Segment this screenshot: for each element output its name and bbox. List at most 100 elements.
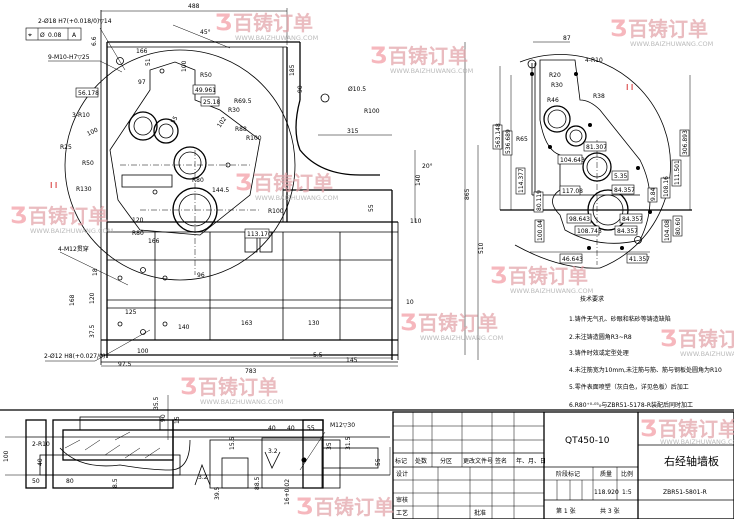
dim: 3.2 <box>268 448 278 455</box>
tech-req-item: 5.零件表面喷塑（灰白色，详见色板）后加工 <box>569 383 689 391</box>
svg-text:百铸订单: 百铸订单 <box>198 375 278 399</box>
svg-text:WWW.BAIZHUWANG.COM: WWW.BAIZHUWANG.COM <box>235 34 318 42</box>
dim: R100 <box>268 208 284 215</box>
dim: 40 <box>268 425 276 432</box>
dim-boxed: 84.357 <box>614 187 635 194</box>
fcf-tolerance: 0.08 <box>48 32 62 39</box>
dim-boxed: 100.04 <box>537 220 544 241</box>
svg-text:百铸订单: 百铸订单 <box>314 495 394 519</box>
svg-text:WWW.BAIZHUWANG.COM: WWW.BAIZHUWANG.COM <box>30 227 113 235</box>
dim: 166 <box>148 238 160 245</box>
dim: 3-R10 <box>72 112 90 119</box>
dim: 145 <box>346 357 358 364</box>
header-date: 年、月、日 <box>516 457 546 465</box>
svg-text:WWW.BAIZHUWANG.COM: WWW.BAIZHUWANG.COM <box>660 438 734 446</box>
dim: 100 <box>86 127 100 138</box>
hole-callout: 2-Ø12 H8(+0.027/0) <box>44 353 105 360</box>
dim-boxed: 49.961 <box>195 87 216 94</box>
header-sign: 签名 <box>495 457 507 465</box>
svg-text:WWW.BAIZHUWANG.COM: WWW.BAIZHUWANG.COM <box>680 350 734 358</box>
front-view <box>25 8 479 367</box>
dim-boxed: 536.689 <box>505 129 512 154</box>
dim: 315 <box>347 128 359 135</box>
dim-boxed: 104.08 <box>664 220 671 241</box>
stage-label: 阶段标记 <box>556 470 580 478</box>
dim-boxed: 84.357 <box>622 216 643 223</box>
dim: R50 <box>82 160 94 167</box>
feature-control-frame <box>25 27 82 41</box>
part-name: 右经轴墙板 <box>664 454 719 468</box>
dim: R50 <box>200 72 212 79</box>
dim: 50 <box>32 478 40 485</box>
dim: 100 <box>181 60 188 72</box>
dim: 40 <box>37 458 44 466</box>
dim: 87 <box>563 35 571 42</box>
svg-text:WWW.BAIZHUWANG.COM: WWW.BAIZHUWANG.COM <box>420 334 503 342</box>
header-change-doc: 更改文件号 <box>463 457 493 465</box>
bottom-view <box>5 395 391 489</box>
header-zone: 分区 <box>440 457 452 465</box>
dim: 144.5 <box>212 187 229 194</box>
dim: 168 <box>69 294 76 306</box>
section-mark: I I <box>626 83 633 92</box>
dim: 10 <box>406 299 414 306</box>
svg-text:WWW.BAIZHUWANG.COM: WWW.BAIZHUWANG.COM <box>390 67 473 75</box>
dim-boxed: 563.148 <box>495 123 502 148</box>
dim: 100 <box>3 450 10 462</box>
svg-text:WWW.BAIZHUWANG.COM: WWW.BAIZHUWANG.COM <box>510 287 593 295</box>
scale-value: 1:5 <box>622 489 632 496</box>
dim: R30 <box>228 107 240 114</box>
svg-text:Ʒ: Ʒ <box>610 17 627 42</box>
dim-boxed: 98.643 <box>569 216 590 223</box>
hole-callout: 4-M12贯穿 <box>58 245 89 253</box>
dim: R30 <box>551 82 563 89</box>
svg-text:Ʒ: Ʒ <box>640 417 657 442</box>
role-review: 审核 <box>396 496 408 504</box>
svg-text:WWW.BAIZHUWANG.COM: WWW.BAIZHUWANG.COM <box>255 194 338 202</box>
svg-text:百铸订单: 百铸订单 <box>658 417 734 441</box>
dim: R20 <box>549 72 561 79</box>
fcf-datum: A <box>72 32 77 39</box>
svg-text:Ʒ: Ʒ <box>215 11 232 36</box>
drawing-number: ZBR51-5801-R <box>663 489 707 496</box>
bearing-hole <box>543 105 571 133</box>
svg-text:百铸订单: 百铸订单 <box>508 264 588 288</box>
svg-text:百铸订单: 百铸订单 <box>418 311 498 335</box>
dim: R25 <box>60 144 72 151</box>
dim: 20° <box>422 163 433 170</box>
dim: 31.5 <box>345 436 352 450</box>
dim-boxed: 113.170 <box>247 231 272 238</box>
dim: 163 <box>241 320 253 327</box>
dim: 97.5 <box>118 361 132 368</box>
dim: 16+0.02 <box>284 479 291 505</box>
weight-value: 118.920 <box>594 489 619 496</box>
svg-text:百铸订单: 百铸订单 <box>388 44 468 68</box>
dim: 120 <box>89 292 96 304</box>
dim: 39.5 <box>214 486 221 500</box>
title-block: QT450-10 右经轴墙板 ZBR51-5801-R 标记 处数 分区 更改文… <box>0 409 734 519</box>
tech-req-item: 2.未注铸造圆角R3~R8 <box>569 333 632 341</box>
dim: 90 <box>297 85 304 93</box>
bearing-hole <box>153 118 179 144</box>
role-approve: 批准 <box>474 509 486 517</box>
dim: 865 <box>464 188 471 200</box>
material: QT450-10 <box>565 436 610 446</box>
dim: 35.5 <box>153 396 160 410</box>
dim: 55 <box>375 458 382 466</box>
svg-text:Ʒ: Ʒ <box>235 171 252 196</box>
tech-req-item: 3.铸件时效或定型处理 <box>569 349 629 357</box>
dim: R100 <box>364 108 380 115</box>
position-symbol-icon: ⌖ <box>28 31 32 39</box>
bearing-hole <box>565 125 587 147</box>
weight-label: 质量 <box>600 470 612 478</box>
sheet-total: 共 3 张 <box>600 507 620 515</box>
section-mark: I I <box>50 181 57 190</box>
dim-boxed: 81.307 <box>586 144 607 151</box>
dim-boxed: 108.16 <box>663 176 670 197</box>
